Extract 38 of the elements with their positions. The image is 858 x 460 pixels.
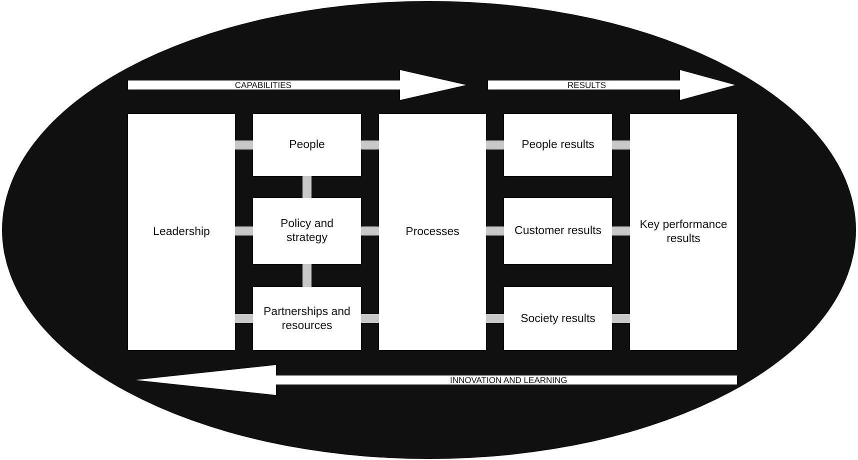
- box-label: Leadership: [153, 225, 210, 239]
- edge-label: INNOVATION AND LEARNING: [450, 376, 568, 384]
- connector: [235, 140, 253, 150]
- connector: [612, 226, 630, 236]
- connector: [612, 140, 630, 150]
- box-label: People results: [522, 138, 594, 152]
- connector: [235, 226, 253, 236]
- box-label: Customer results: [514, 224, 602, 238]
- process-box: [504, 287, 612, 350]
- edge-label: RESULTS: [568, 80, 606, 90]
- connector: [612, 314, 630, 323]
- connector: [486, 314, 504, 323]
- process-box: [253, 198, 361, 264]
- connector: [486, 140, 504, 150]
- connector: [486, 226, 504, 236]
- process-box: [253, 287, 361, 350]
- connector: [302, 264, 312, 287]
- box-label: Processes: [406, 225, 460, 239]
- box-label: Key performance results: [638, 218, 728, 246]
- process-box: [379, 114, 486, 350]
- box-label: Policy and strategy: [279, 217, 335, 245]
- connector: [361, 314, 379, 323]
- edge-label: CAPABILITIES: [234, 80, 292, 90]
- connector: [302, 176, 312, 198]
- block-arrow: [128, 70, 466, 100]
- block-arrow: [488, 70, 735, 100]
- connector: [361, 140, 379, 150]
- box-label: People: [289, 138, 325, 152]
- box-label: Society results: [520, 312, 596, 326]
- block-arrow: [136, 365, 737, 395]
- process-box: [504, 198, 612, 264]
- process-box: [128, 114, 235, 350]
- connector: [235, 314, 253, 323]
- process-box: [253, 114, 361, 176]
- process-box: [504, 114, 612, 176]
- connector: [361, 226, 379, 236]
- process-box: [630, 114, 737, 350]
- box-label: Partnerships and resources: [262, 304, 352, 332]
